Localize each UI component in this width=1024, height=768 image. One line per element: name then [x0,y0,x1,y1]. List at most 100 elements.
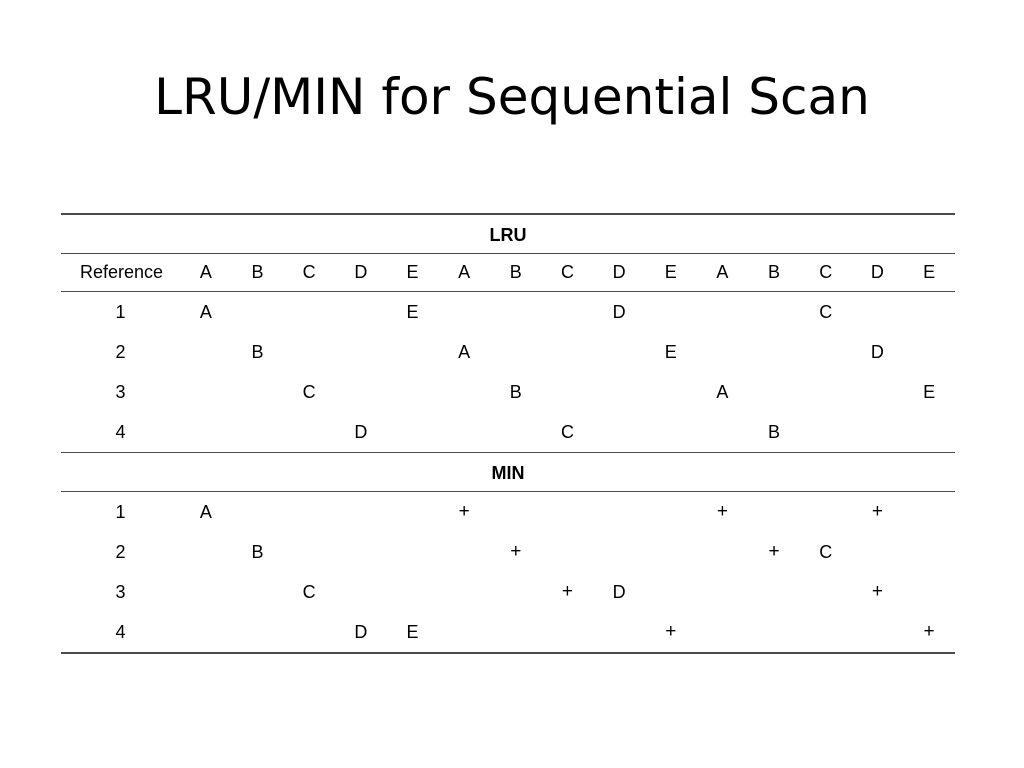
lru-cell [542,292,594,333]
min-cell [541,612,594,654]
min-cell [645,572,697,612]
lru-cell [335,372,387,412]
lru-cell: C [819,301,833,322]
min-cell: + [716,501,728,522]
min-cell [800,572,852,612]
lru-cell [800,332,852,372]
min-cell [283,492,335,533]
min-cell [903,572,955,612]
min-cell [799,612,852,654]
min-cell [696,612,749,654]
min-cell [180,532,232,572]
min-cell [231,612,284,654]
lru-cell [490,412,542,453]
lru-cell: A [199,301,212,322]
min-cell [283,532,335,572]
min-cell: B [251,541,264,562]
min-slot-label: 2 [115,541,126,562]
reference-cell: D [851,253,904,292]
lru-cell [593,332,645,372]
lru-cell [645,372,697,412]
min-cell [335,492,387,533]
min-cell [490,492,542,533]
lru-cell [903,332,955,372]
lru-slot-label: 3 [115,381,126,402]
lru-cell [232,412,284,453]
lru-cell: A [716,381,729,402]
lru-cell [903,412,955,453]
lru-cell [852,412,904,453]
min-cell [903,532,955,572]
lru-section-label: LRU [61,213,955,254]
reference-cell: C [541,253,594,292]
min-cell [593,612,645,654]
lru-cell [748,292,800,333]
lru-cell [283,412,335,453]
min-cell [232,492,284,533]
min-cell: C [819,541,833,562]
lru-cell [697,332,749,372]
lru-cell [697,412,749,453]
lru-cell [800,372,852,412]
min-cell [645,492,697,533]
min-slot-label: 4 [61,612,181,654]
lru-cell [748,332,800,372]
min-cell [490,572,542,612]
reference-cell: E [644,253,697,292]
min-cell [180,612,232,654]
min-cell [748,572,800,612]
lru-cell: D [870,341,884,362]
min-header-row: MIN [61,452,955,492]
min-cell [232,572,284,612]
lru-cell [232,292,284,333]
lru-cell [903,292,955,333]
lru-cell: D [612,301,626,322]
lru-cell [852,292,904,333]
min-cell [387,532,439,572]
min-cell [489,612,542,654]
lru-cell: A [458,341,471,362]
lru-cell: D [354,421,368,442]
min-cell: D [612,581,626,602]
lru-cell [335,332,387,372]
min-cell [748,492,800,533]
min-cell: + [644,612,697,654]
min-cell: E [386,612,439,654]
lru-cell [645,292,697,333]
min-cell [438,572,490,612]
lru-cell: C [302,381,316,402]
reference-cell: D [593,253,645,292]
min-cell: + [903,612,955,654]
lru-cell: B [251,341,264,362]
min-slot-label: 1 [115,501,126,522]
min-cell: D [334,612,387,654]
min-cell [387,572,439,612]
min-cell [387,492,439,533]
min-cell [748,612,800,654]
reference-cell: A [696,253,749,292]
min-cell [283,612,335,654]
lru-cell [180,412,232,453]
reference-cell: B [231,253,284,292]
min-cell: + [458,501,470,522]
min-cell [903,492,955,533]
lru-cell [697,292,749,333]
lru-cell [542,372,594,412]
min-cell [593,532,645,572]
lru-cell [232,372,284,412]
min-cell [438,612,490,654]
lru-cell [490,332,542,372]
lru-cell: C [560,421,574,442]
min-cell: + [768,541,780,562]
slide-title: LRU/MIN for Sequential Scan [154,68,870,126]
lru-cell [180,372,232,412]
lru-slot-label: 4 [115,421,126,442]
min-cell [852,532,904,572]
